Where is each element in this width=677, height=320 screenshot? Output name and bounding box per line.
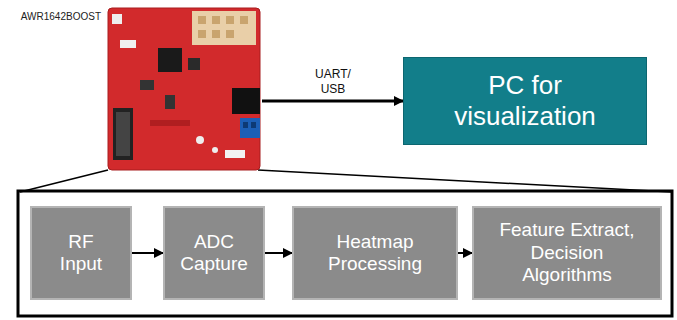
zoom-line bbox=[258, 170, 672, 192]
box-label: ADC Capture bbox=[177, 231, 251, 276]
edge-label: UART/ USB bbox=[309, 67, 357, 97]
flow-arrow bbox=[132, 252, 163, 254]
box-label: Feature Extract, Decision Algorithms bbox=[494, 219, 640, 286]
process-box: ADC Capture bbox=[163, 206, 265, 300]
flow-arrow bbox=[262, 100, 403, 103]
board-label: AWR1642BOOST bbox=[21, 11, 101, 22]
flow-arrow bbox=[265, 252, 292, 254]
pcb-board bbox=[108, 8, 260, 170]
board-node: AWR1642BOOST bbox=[105, 5, 262, 172]
zoom-line bbox=[20, 170, 108, 192]
zoom-frame bbox=[18, 191, 672, 316]
box-label: Heatmap Processing bbox=[304, 231, 446, 276]
pc-box: PC for visualization bbox=[403, 57, 647, 145]
box-label: RF Input bbox=[57, 231, 105, 276]
process-box: Heatmap Processing bbox=[292, 206, 458, 300]
flow-arrow bbox=[458, 252, 472, 254]
process-box: RF Input bbox=[30, 206, 132, 300]
process-box: Feature Extract, Decision Algorithms bbox=[472, 206, 662, 300]
box-label: PC for visualization bbox=[424, 70, 626, 132]
